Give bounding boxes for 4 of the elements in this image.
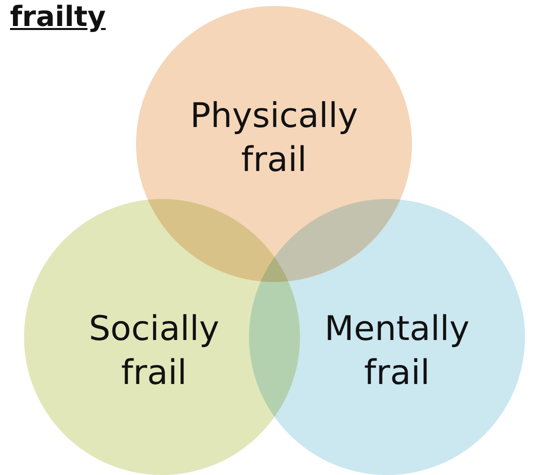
- circle-label: Mentally frail: [324, 308, 470, 395]
- circle-label: Socially frail: [88, 308, 220, 395]
- title: frailty: [10, 0, 106, 34]
- circle-label: Physically frail: [189, 95, 359, 182]
